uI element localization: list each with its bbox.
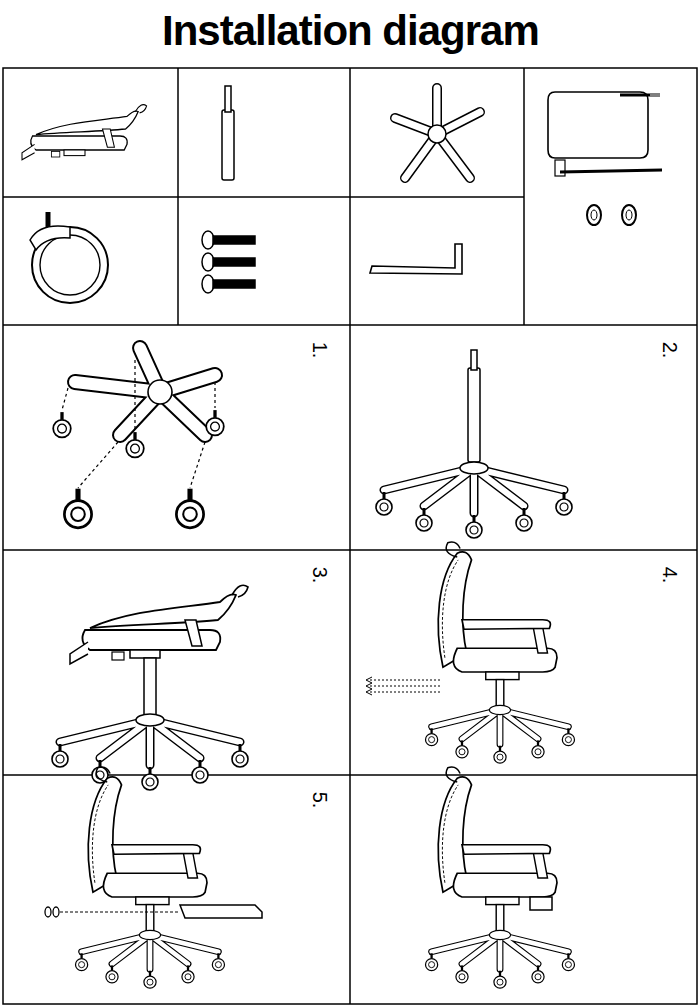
- diagram-title: Installation diagram: [162, 10, 539, 52]
- step-number: 4.: [660, 567, 680, 584]
- step-number: 3.: [310, 567, 330, 584]
- step-number: 1.: [310, 342, 330, 359]
- step-number: 2.: [660, 342, 680, 359]
- step-number: 5.: [310, 792, 330, 809]
